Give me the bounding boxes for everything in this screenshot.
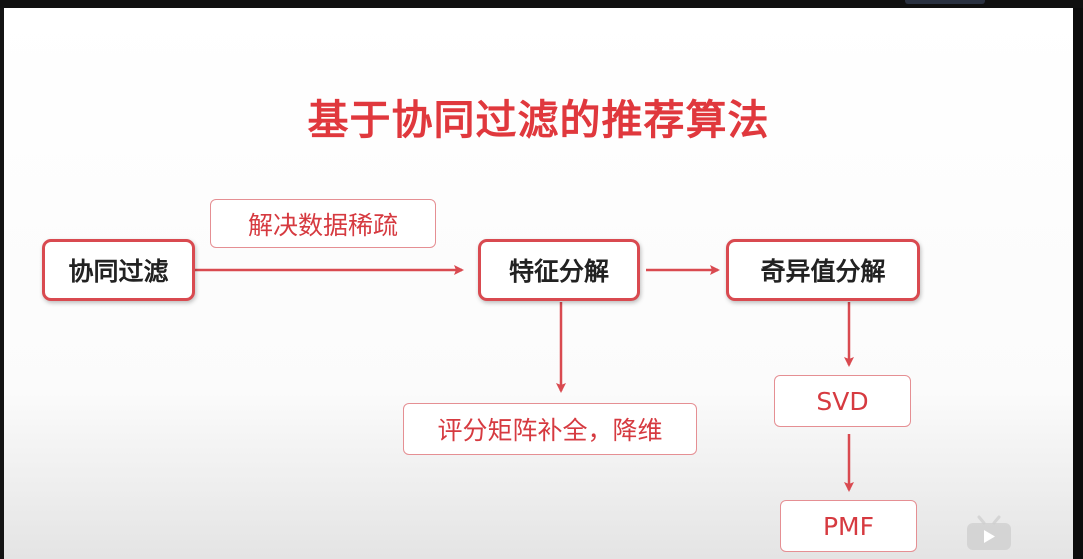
node-svd: SVD [774,375,911,427]
top-bar-handle [905,0,985,4]
right-edge [1073,8,1083,559]
slide-title: 基于协同过滤的推荐算法 [307,96,770,144]
node-svd-decomposition-label: 奇异值分解 [760,257,886,286]
node-matrix-factorization: 特征分解 [478,239,640,301]
slide: 基于协同过滤的推荐算法 协同过滤 解决数据稀疏 特征分解 奇异值分解 评分矩阵补… [4,8,1073,559]
note-solve-sparsity-label: 解决数据稀疏 [247,210,398,240]
top-bar [0,0,1083,8]
node-svd-decomposition: 奇异值分解 [726,239,920,301]
note-solve-sparsity: 解决数据稀疏 [210,199,436,248]
node-pmf-label: PMF [822,511,875,541]
note-rating-completion-label: 评分矩阵补全，降维 [437,416,663,445]
node-collaborative-filtering-label: 协同过滤 [68,257,169,286]
note-rating-completion: 评分矩阵补全，降维 [403,403,697,455]
node-collaborative-filtering: 协同过滤 [42,239,195,301]
node-svd-label: SVD [816,386,869,416]
node-matrix-factorization-label: 特征分解 [508,257,609,286]
node-pmf: PMF [780,500,917,552]
bilibili-tv-icon [967,515,1011,550]
arrow-layer [195,265,854,492]
